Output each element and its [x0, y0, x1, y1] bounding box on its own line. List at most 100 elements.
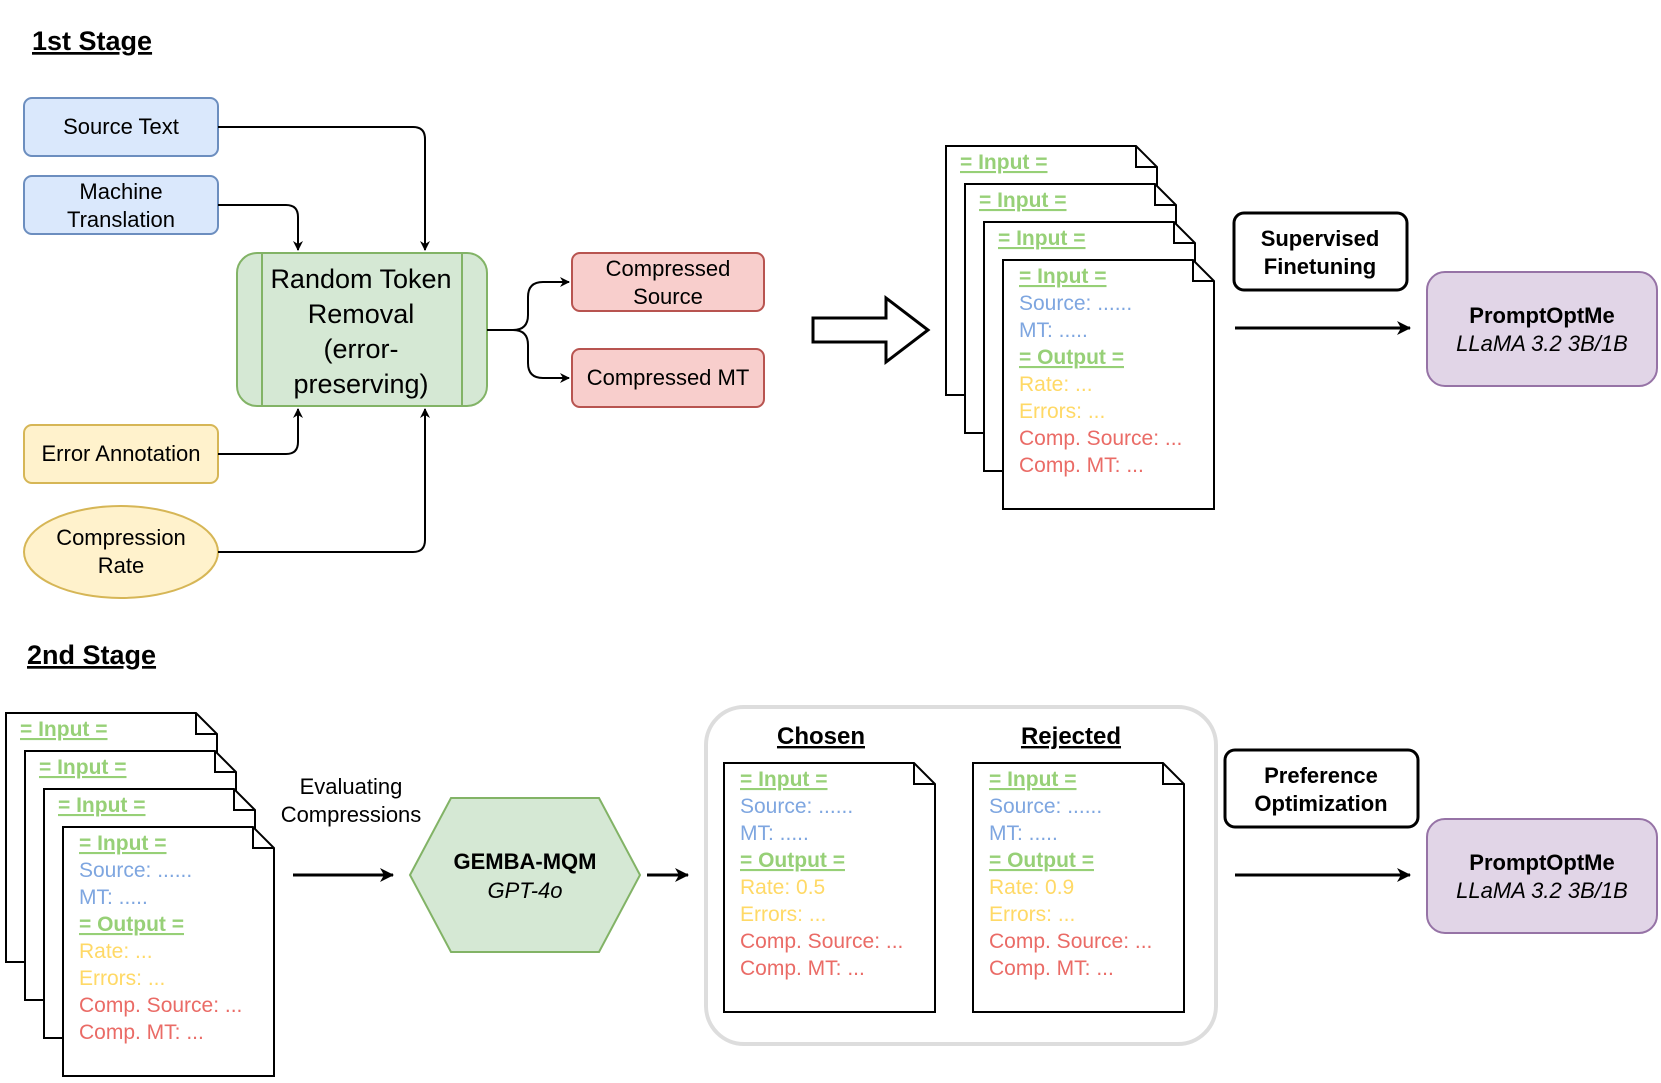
- chosen-doc-page: [723, 762, 936, 1013]
- chosen-doc-input-header: = Input =: [740, 768, 828, 791]
- stage2-doc-front-output-header: = Output =: [79, 913, 184, 936]
- chosen-document: = Input = Source: ...... MT: ..... = Output…: [723, 762, 936, 1013]
- stage2-doc-page-3-fold: [233, 789, 255, 811]
- gemba-name: GEMBA-MQM: [454, 849, 597, 874]
- removal-label-2: Removal: [308, 299, 415, 329]
- stage1-document-stack: = Input = = Input = = Input = = Input = Sour…: [945, 145, 1215, 510]
- stage2-model-variant: LLaMA 3.2 3B/1B: [1456, 878, 1628, 903]
- sft-label-1: Supervised: [1261, 226, 1380, 251]
- stage1-model-box: [1426, 271, 1658, 387]
- stage2-doc-page-1-input-header: = Input =: [20, 718, 108, 741]
- rejected-doc-mt: MT: .....: [989, 822, 1058, 845]
- chosen-doc-page-fold: [913, 763, 935, 785]
- stage1-doc-page-1-fold: [1135, 146, 1157, 168]
- source-text-label: Source Text: [63, 114, 179, 139]
- stage2-doc-page-3-input-header: = Input =: [58, 794, 146, 817]
- stage1-doc-page-3-input-header: = Input =: [998, 227, 1086, 250]
- stage2-doc-page-front-fold: [252, 827, 274, 849]
- gemba-hexagon: [408, 797, 642, 953]
- machine-translation-label-2: Translation: [67, 207, 175, 232]
- removal-label-1: Random Token: [270, 264, 451, 294]
- evaluating-label-1: Evaluating: [300, 774, 403, 799]
- compressed-source-label-2: Source: [633, 284, 703, 309]
- evaluating-label-2: Compressions: [281, 802, 422, 827]
- po-label-1: Preference: [1264, 763, 1378, 788]
- stage2-doc-page-front: [62, 826, 275, 1077]
- stage1-doc-page-3-fold: [1173, 222, 1195, 244]
- stage1-model-variant: LLaMA 3.2 3B/1B: [1456, 331, 1628, 356]
- source-text-connector: [218, 126, 430, 251]
- rejected-doc-rate: Rate: 0.9: [989, 876, 1074, 899]
- stage2-doc-front-source: Source: ......: [79, 859, 192, 882]
- rejected-document: = Input = Source: ...... MT: ..... = Output…: [972, 762, 1185, 1013]
- chosen-doc-comp-source: Comp. Source: ...: [740, 930, 903, 953]
- compressed-mt-box: [571, 348, 765, 408]
- stage1-doc-front-errors: Errors: ...: [1019, 400, 1105, 423]
- stage1-doc-front-comp-mt: Comp. MT: ...: [1019, 454, 1144, 477]
- stage1-doc-front-comp-source: Comp. Source: ...: [1019, 427, 1182, 450]
- stage2-title: 2nd Stage: [27, 640, 156, 670]
- stage1-doc-front-output-header: = Output =: [1019, 346, 1124, 369]
- compression-rate-ellipse: [23, 505, 219, 599]
- rejected-doc-page: [972, 762, 1185, 1013]
- rejected-doc-comp-mt: Comp. MT: ...: [989, 957, 1114, 980]
- removal-to-compressed-source: [487, 277, 570, 331]
- po-label-box: [1223, 748, 1420, 829]
- rejected-doc-errors: Errors: ...: [989, 903, 1075, 926]
- stage1-doc-front-rate: Rate: ...: [1019, 373, 1093, 396]
- stage2-doc-page-1-fold: [195, 713, 217, 735]
- stage1-title: 1st Stage: [32, 26, 152, 56]
- chosen-doc-comp-mt: Comp. MT: ...: [740, 957, 865, 980]
- machine-translation-connector: [218, 204, 303, 251]
- compression-rate-label-2: Rate: [98, 553, 144, 578]
- stage1-doc-page-2-fold: [1154, 184, 1176, 206]
- chosen-heading: Chosen: [777, 723, 865, 750]
- stage1-doc-front-mt: MT: .....: [1019, 319, 1088, 342]
- compression-rate-connector: [218, 408, 430, 553]
- removal-label-3: (error-: [324, 334, 399, 364]
- rejected-doc-input-header: = Input =: [989, 768, 1077, 791]
- rejected-heading: Rejected: [1021, 723, 1121, 750]
- removal-to-compressed-mt: [512, 329, 570, 383]
- stage2-document-stack: = Input = = Input = = Input = = Input = Sour…: [5, 712, 275, 1077]
- gemba-model: GPT-4o: [487, 878, 562, 903]
- stage2-doc-front-rate: Rate: ...: [79, 940, 153, 963]
- stage2-doc-page-2-input-header: = Input =: [39, 756, 127, 779]
- stage1-doc-page-front-fold: [1192, 260, 1214, 282]
- chosen-doc-rate: Rate: 0.5: [740, 876, 825, 899]
- chosen-doc-errors: Errors: ...: [740, 903, 826, 926]
- rejected-doc-page-fold: [1162, 763, 1184, 785]
- rejected-doc-comp-source: Comp. Source: ...: [989, 930, 1152, 953]
- machine-translation-label-1: Machine: [79, 179, 162, 204]
- compressed-source-label-1: Compressed: [606, 256, 731, 281]
- rejected-doc-output-header: = Output =: [989, 849, 1094, 872]
- chosen-doc-output-header: = Output =: [740, 849, 845, 872]
- stage1-doc-page-2-input-header: = Input =: [979, 189, 1067, 212]
- rejected-doc-source: Source: ......: [989, 795, 1102, 818]
- stage1-doc-front-input-header: = Input =: [1019, 265, 1107, 288]
- stage2-doc-front-comp-mt: Comp. MT: ...: [79, 1021, 204, 1044]
- stage1-model-name: PromptOptMe: [1469, 303, 1614, 328]
- stage1-doc-page-front: [1002, 259, 1215, 510]
- stage1-doc-page-1-input-header: = Input =: [960, 151, 1048, 174]
- error-annotation-connector: [218, 408, 303, 455]
- chosen-doc-mt: MT: .....: [740, 822, 809, 845]
- compressed-source-box: [571, 252, 765, 312]
- removal-label-4: preserving): [293, 369, 428, 399]
- stage2-doc-front-errors: Errors: ...: [79, 967, 165, 990]
- stage1-doc-front-source: Source: ......: [1019, 292, 1132, 315]
- stage2-doc-front-input-header: = Input =: [79, 832, 167, 855]
- big-hollow-arrow: [811, 294, 931, 366]
- error-annotation-label: Error Annotation: [42, 441, 201, 466]
- sft-label-2: Finetuning: [1264, 254, 1376, 279]
- stage2-doc-front-mt: MT: .....: [79, 886, 148, 909]
- compression-rate-label-1: Compression: [56, 525, 186, 550]
- chosen-doc-source: Source: ......: [740, 795, 853, 818]
- stage2-model-box: [1426, 818, 1658, 934]
- po-label-2: Optimization: [1254, 791, 1387, 816]
- stage2-doc-front-comp-source: Comp. Source: ...: [79, 994, 242, 1017]
- compressed-mt-label: Compressed MT: [587, 365, 750, 390]
- sft-label-box: [1232, 211, 1409, 292]
- stage2-model-name: PromptOptMe: [1469, 850, 1614, 875]
